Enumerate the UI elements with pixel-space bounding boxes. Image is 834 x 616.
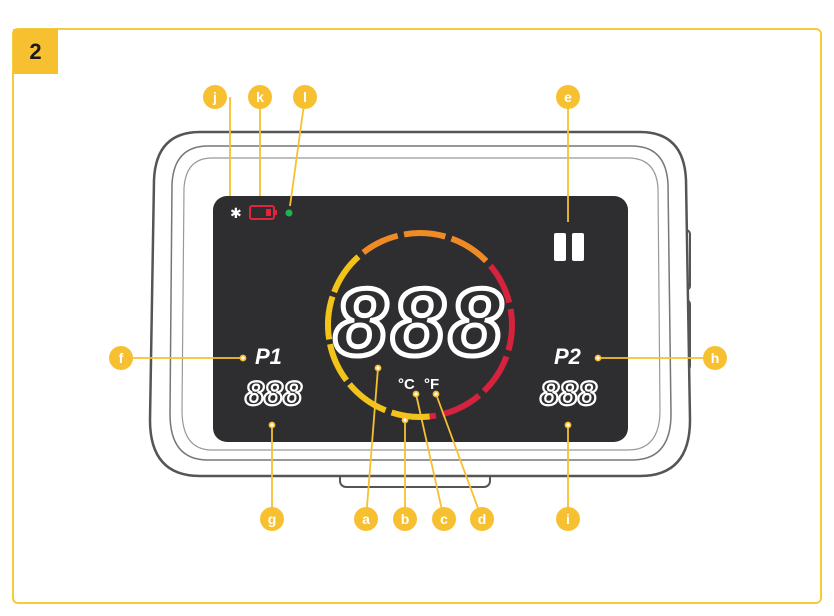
- svg-text:e: e: [564, 89, 572, 105]
- callout-i: i: [556, 507, 580, 531]
- leader-lines: [121, 96, 715, 520]
- gauge-segment: [390, 409, 430, 420]
- gauge-segment: [488, 263, 513, 304]
- gauge-ring: [325, 230, 515, 420]
- svg-text:f: f: [119, 350, 124, 366]
- callout-j: j: [203, 85, 227, 109]
- svg-text:g: g: [268, 511, 277, 527]
- gauge-segment: [450, 235, 489, 264]
- gauge-segment: [441, 393, 482, 418]
- svg-text:l: l: [303, 89, 307, 105]
- callout-g: g: [260, 507, 284, 531]
- svg-text:d: d: [478, 511, 487, 527]
- callout-e: e: [556, 85, 580, 109]
- battery-icon: [249, 205, 277, 220]
- callout-a: a: [354, 507, 378, 531]
- pause-icon: [554, 233, 584, 261]
- callout-b: b: [393, 507, 417, 531]
- step-badge: 2: [13, 29, 58, 74]
- p2-label: P2: [554, 344, 582, 369]
- p2-digits: 888: [540, 375, 597, 413]
- callout-d: d: [470, 507, 494, 531]
- gauge-segment: [403, 230, 447, 240]
- bluetooth-icon: ✱: [230, 205, 242, 221]
- callout-h: h: [703, 346, 727, 370]
- svg-text:b: b: [401, 511, 410, 527]
- svg-text:a: a: [362, 511, 370, 527]
- gauge-segment: [325, 295, 336, 340]
- svg-text:c: c: [440, 511, 448, 527]
- p1-label: P1: [255, 344, 282, 369]
- gauge-segment: [505, 308, 515, 352]
- callout-c: c: [432, 507, 456, 531]
- p1-digits: 888: [245, 375, 302, 413]
- gauge-segment: [331, 254, 361, 294]
- status-led-icon: [285, 209, 293, 217]
- callout-k: k: [248, 85, 272, 109]
- unit-celsius: °C: [398, 376, 415, 393]
- main-digits: 888: [334, 269, 506, 376]
- svg-text:i: i: [566, 511, 570, 527]
- svg-text:j: j: [212, 89, 217, 105]
- gauge-segment: [327, 343, 349, 383]
- callout-f: f: [109, 346, 133, 370]
- lcd-screen: [213, 196, 628, 442]
- svg-text:h: h: [711, 350, 720, 366]
- unit-fahrenheit: °F: [424, 376, 439, 393]
- gauge-segment: [361, 232, 399, 255]
- callout-l: l: [293, 85, 317, 109]
- gauge-segment: [481, 355, 510, 394]
- gauge-segment: [347, 382, 387, 414]
- svg-text:k: k: [256, 89, 264, 105]
- figure-frame: [12, 28, 822, 604]
